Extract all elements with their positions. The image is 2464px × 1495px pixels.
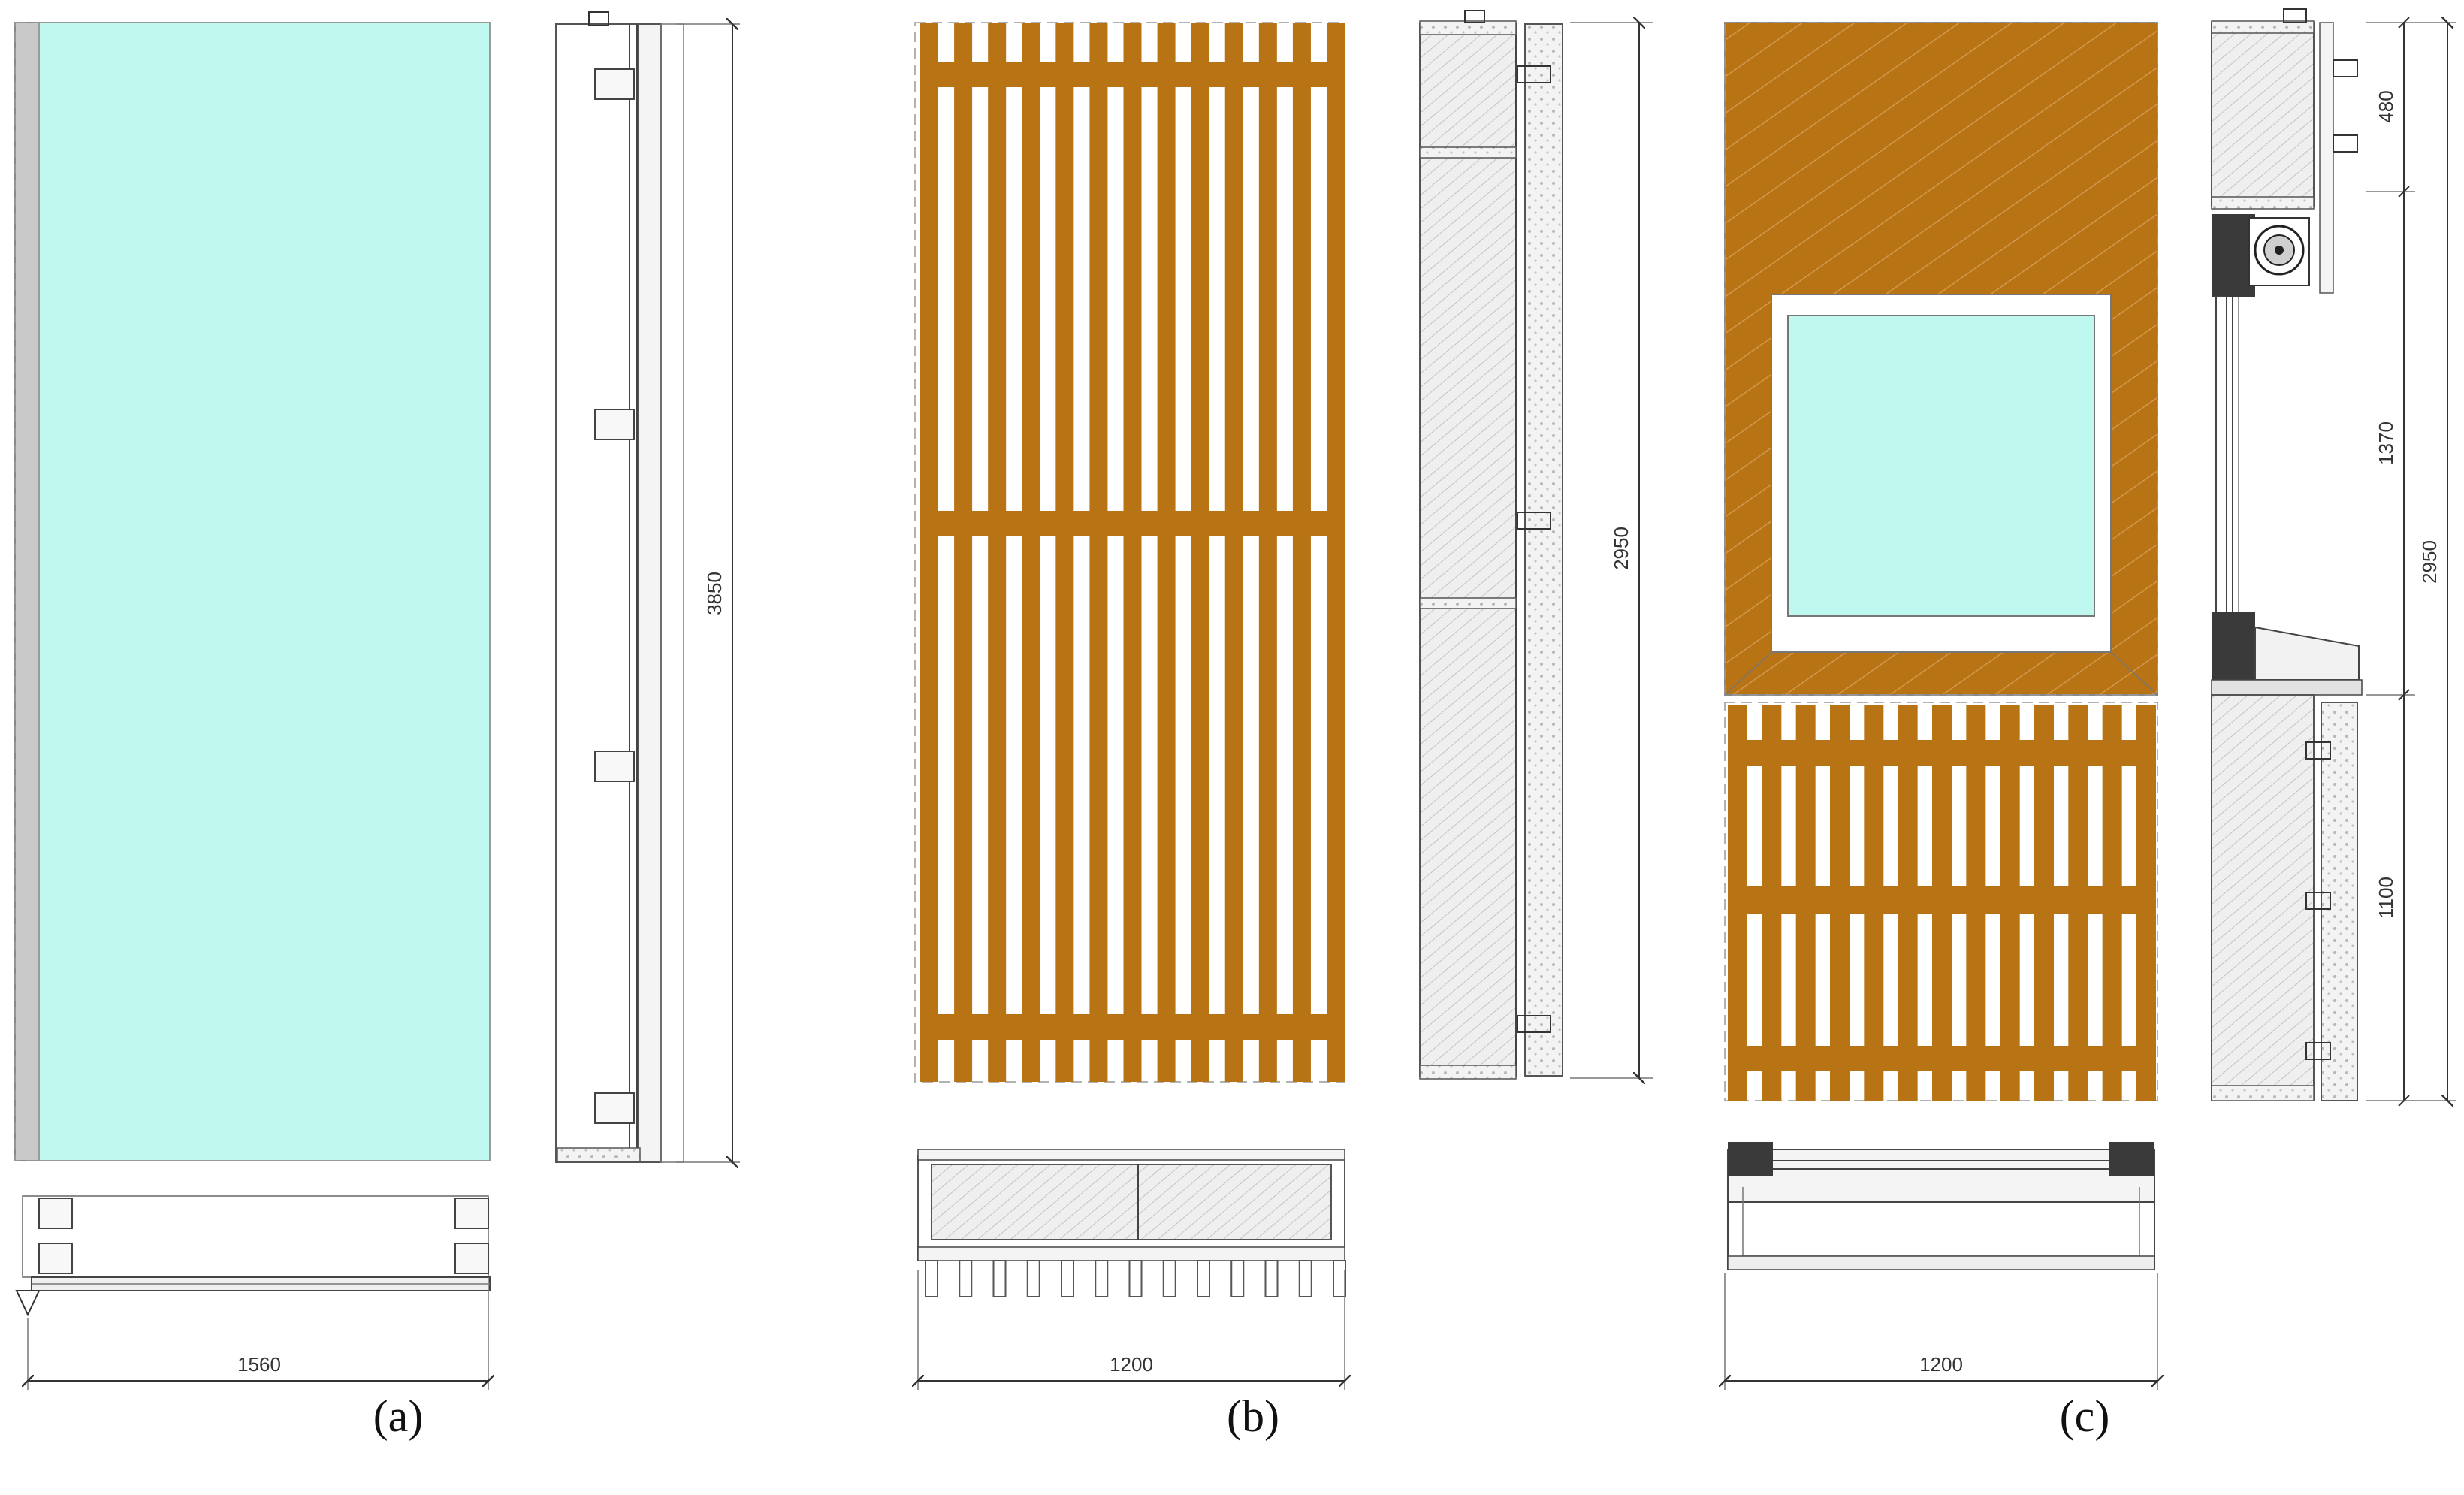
section-fin (1197, 1260, 1210, 1297)
section-fin (992, 1260, 1007, 1297)
fan-icon (2254, 225, 2305, 276)
panel-a-caption: (a) (373, 1391, 424, 1441)
section-fin (1061, 1260, 1074, 1297)
panel-b-height-dimension: 2950 (1570, 23, 1653, 1078)
vertical-slat (1089, 23, 1108, 1082)
horizontal-rail (1728, 1046, 2156, 1071)
section-fin (1264, 1260, 1279, 1297)
panel-c-width-label: 1200 (1919, 1353, 1963, 1376)
vertical-slat (1123, 23, 1142, 1082)
panel-b-height-label: 2950 (1610, 527, 1632, 570)
section-fin (1230, 1260, 1245, 1297)
panel-b-vertical-section (1419, 10, 1563, 1080)
panel-a-height-label: 3850 (703, 572, 726, 615)
vertical-slat (1022, 23, 1040, 1082)
vertical-slat (1327, 23, 1345, 1082)
section-fin (1128, 1260, 1143, 1297)
panel-a-elevation (14, 22, 491, 1161)
panel-a: 3850 1560 (a) (14, 11, 740, 1441)
panel-c-window-glass (1787, 315, 2095, 617)
horizontal-rail (1728, 886, 2156, 914)
vertical-slat (1191, 23, 1209, 1082)
vertical-slat (1055, 23, 1074, 1082)
section-fin (925, 1260, 938, 1297)
section-fin (1162, 1260, 1176, 1297)
vertical-slat (1224, 23, 1243, 1082)
panel-a-glass-pane (38, 22, 491, 1161)
panel-b-horizontal-section (917, 1149, 1346, 1297)
section-fin (1333, 1260, 1346, 1297)
panel-c: 480 1370 1100 2950 1200 (c) (1724, 8, 2456, 1441)
vertical-slat (988, 23, 1007, 1082)
horizontal-rail (920, 511, 1345, 536)
horizontal-rail (920, 1014, 1345, 1040)
vertical-slat (1292, 23, 1311, 1082)
panel-a-frame-edge (14, 22, 41, 1161)
panel-a-section-marker (15, 1290, 41, 1317)
panel-b: 2950 1200 (b) (914, 10, 1653, 1441)
horizontal-rail (1728, 740, 2156, 766)
panel-b-fin-group (925, 1260, 1346, 1297)
panel-b-width-label: 1200 (1110, 1353, 1153, 1376)
panel-c-total-height-label: 2950 (2418, 540, 2441, 584)
section-fin (1095, 1260, 1109, 1297)
vertical-slat (1157, 23, 1176, 1082)
horizontal-rail (920, 62, 1345, 87)
panel-c-horizontal-section (1727, 1142, 2155, 1270)
panel-c-bottom-label: 1100 (2375, 877, 2397, 919)
panel-a-height-dimension: 3850 (676, 24, 740, 1162)
panel-c-elevation (1724, 22, 2158, 1101)
vertical-slat (920, 23, 938, 1082)
vertical-slat (954, 23, 973, 1082)
panel-b-width-dimension: 1200 (918, 1270, 1345, 1390)
panel-a-vertical-section (555, 11, 684, 1163)
panel-c-caption: (c) (2060, 1391, 2110, 1441)
panel-b-slat-group (920, 23, 1345, 1082)
panel-a-width-label: 1560 (237, 1353, 281, 1376)
panel-a-width-dimension: 1560 (28, 1277, 488, 1390)
panel-b-elevation (914, 22, 1345, 1083)
panel-c-middle-label: 1370 (2375, 421, 2397, 465)
panel-a-horizontal-section (15, 1195, 491, 1317)
panel-c-width-dimension: 1200 (1725, 1273, 2158, 1390)
section-fin (1298, 1260, 1312, 1297)
panel-c-top-label: 480 (2375, 90, 2397, 122)
panel-b-caption: (b) (1227, 1391, 1279, 1441)
panel-c-slat-group (1728, 705, 2156, 1101)
panel-a-outline (14, 22, 491, 1161)
section-fin (1026, 1260, 1040, 1297)
panel-c-height-dimensions: 480 1370 1100 2950 (2366, 17, 2456, 1106)
panel-c-vertical-section (2211, 8, 2363, 1101)
vertical-slat (1258, 23, 1277, 1082)
section-fin (959, 1260, 973, 1297)
